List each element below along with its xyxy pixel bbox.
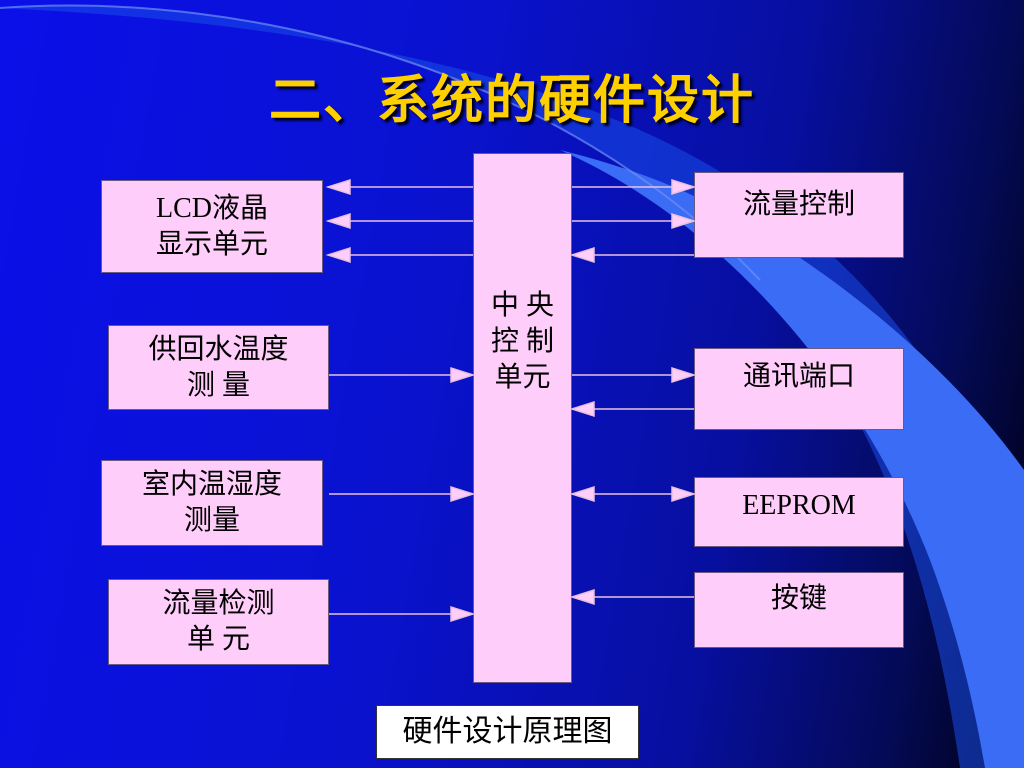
- eeprom-link-arrowhead-right: [671, 485, 697, 503]
- slide-title: 二、系统的硬件设计: [268, 70, 755, 131]
- supply-return-temp-line-1: 供回水温度: [148, 334, 289, 365]
- indoor-temp-humidity-box: 室内温湿度 测量: [101, 460, 323, 546]
- flow-detect-line-1: 流量检测: [162, 588, 275, 619]
- supply-return-temp-line-2: 测 量: [186, 370, 250, 401]
- eeprom-box: EEPROM: [694, 477, 904, 547]
- keys-link-arrowhead: [569, 588, 595, 606]
- eeprom-label: EEPROM: [742, 490, 856, 521]
- lcd-display-line-1: LCD液晶: [155, 193, 268, 224]
- comm-port-link-out-arrowhead: [671, 366, 697, 384]
- flow-control-link-3-arrowhead: [569, 246, 595, 264]
- flow-control-label: 流量控制: [742, 189, 855, 220]
- flow-detect-line-2: 单 元: [186, 624, 250, 655]
- supply-return-temp-arrowhead: [450, 366, 476, 384]
- supply-return-temp-box: 供回水温度 测 量: [108, 325, 329, 410]
- central-control-line-2: 控 制: [490, 326, 554, 357]
- keys-label: 按键: [770, 583, 827, 614]
- lcd-link-3-arrowhead: [325, 246, 351, 264]
- keys-box: 按键: [694, 572, 904, 648]
- flow-control-link-2-arrowhead: [671, 212, 697, 230]
- indoor-temp-humidity-line-1: 室内温湿度: [141, 469, 282, 500]
- flow-control-box: 流量控制: [694, 172, 904, 258]
- lcd-link-1-arrowhead: [325, 178, 351, 196]
- diagram-caption: 硬件设计原理图: [376, 705, 639, 759]
- flow-control-link-1-arrowhead: [671, 178, 697, 196]
- lcd-display-line-2: 显示单元: [155, 229, 268, 260]
- indoor-temp-humidity-arrowhead: [450, 485, 476, 503]
- eeprom-link-arrowhead-left: [569, 485, 595, 503]
- lcd-display-box: LCD液晶 显示单元: [101, 180, 323, 273]
- indoor-temp-humidity-line-2: 测量: [183, 505, 240, 536]
- flow-detect-box: 流量检测 单 元: [108, 579, 329, 665]
- comm-port-label: 通讯端口: [742, 361, 855, 392]
- central-control-line-3: 单元: [494, 362, 551, 393]
- central-control-line-1: 中 央: [490, 290, 554, 321]
- central-control-unit-box: 中 央 控 制 单元: [473, 153, 572, 683]
- lcd-link-2-arrowhead: [325, 212, 351, 230]
- flow-detect-arrowhead: [450, 605, 476, 623]
- comm-port-link-in-arrowhead: [569, 400, 595, 418]
- comm-port-box: 通讯端口: [694, 348, 904, 430]
